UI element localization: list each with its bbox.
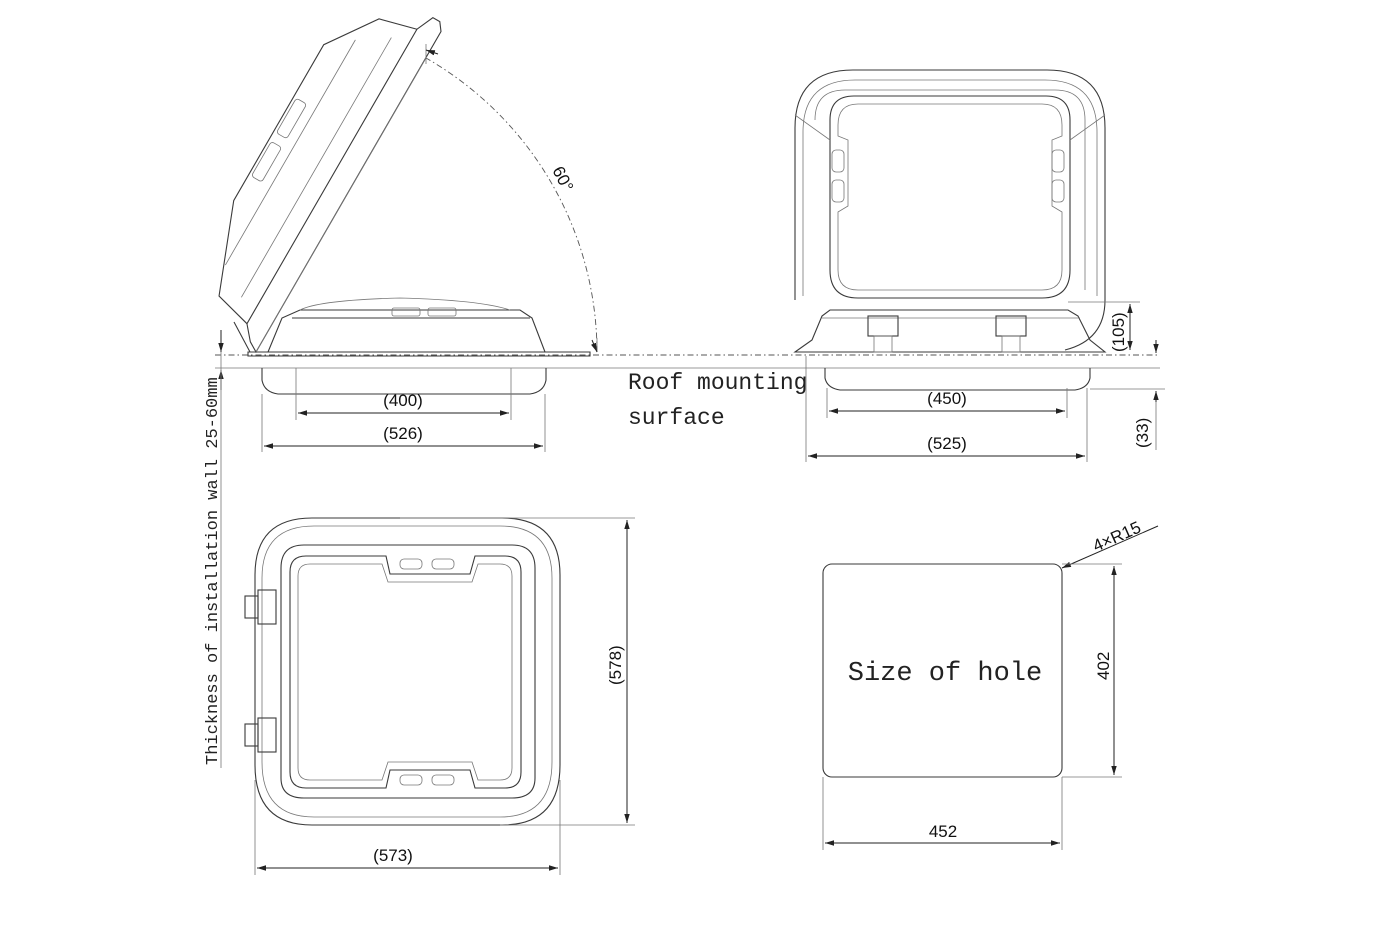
front-view: (450) (525) (105) (33) [793, 69, 1165, 462]
side-outer-dim: (526) [383, 424, 423, 443]
top-view: (573) (578) [244, 517, 635, 875]
roof-mounting-label: Roof mounting surface [628, 370, 807, 431]
angle-label: 60° [548, 163, 577, 195]
roof-label-line1: Roof mounting [628, 370, 807, 396]
side-view: 60° (400) (526) [218, 16, 598, 768]
front-inner-dim: (450) [927, 389, 967, 408]
roof-label-line2: surface [628, 405, 725, 431]
hole-label: Size of hole [848, 659, 1042, 689]
hole-view: Size of hole 4×R15 452 402 [822, 518, 1159, 850]
front-height-dim: (105) [1109, 312, 1128, 352]
roof-surface-line [215, 354, 1160, 369]
wall-thickness-label: Thickness of installation wall 25-60mm [204, 377, 223, 765]
hole-radius-label: 4×R15 [1090, 518, 1144, 556]
hole-height-dim: 402 [1094, 652, 1113, 680]
front-below-dim: (33) [1133, 418, 1152, 448]
top-height-dim: (578) [606, 645, 625, 685]
top-width-dim: (573) [373, 846, 413, 865]
side-inner-dim: (400) [383, 391, 423, 410]
hole-width-dim: 452 [929, 822, 957, 841]
front-outer-dim: (525) [927, 434, 967, 453]
